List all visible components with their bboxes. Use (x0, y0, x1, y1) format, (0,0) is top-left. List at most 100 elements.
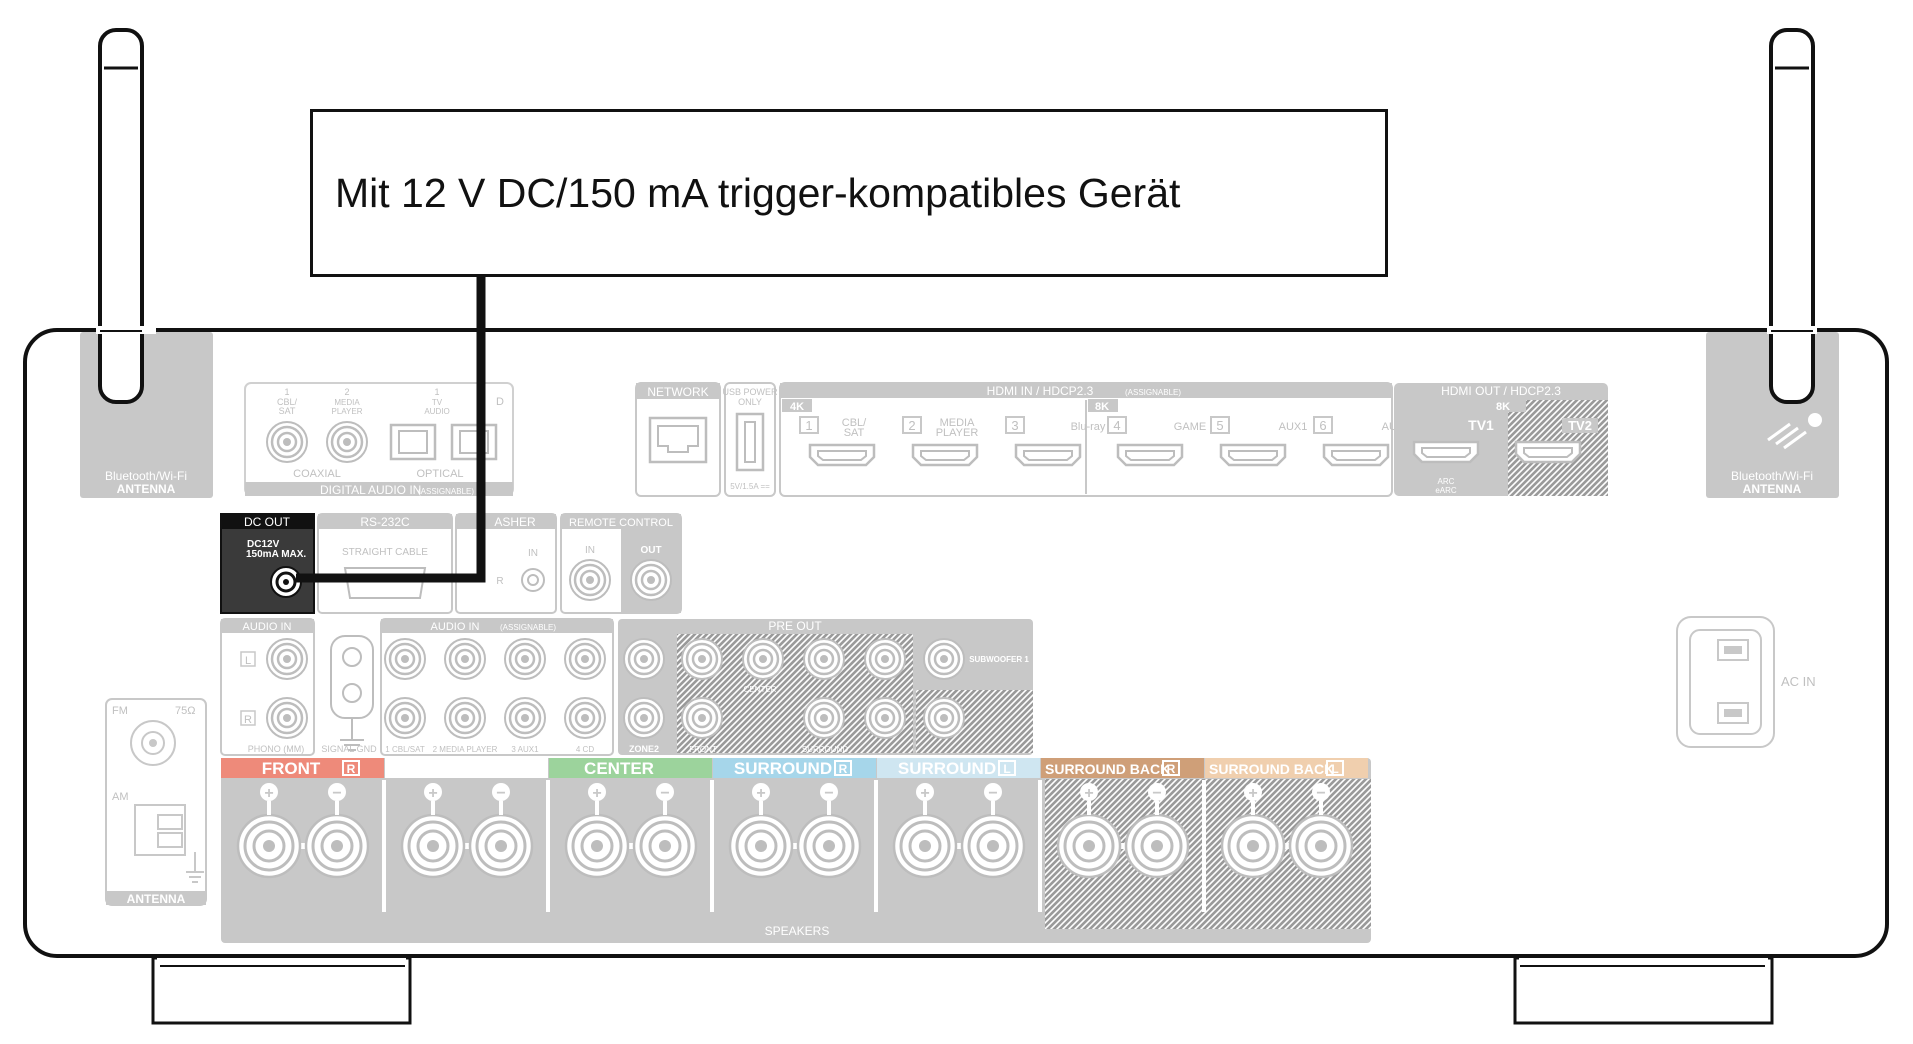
svg-text:4K: 4K (790, 401, 804, 413)
audio-in-label: 4 CD (576, 745, 594, 754)
plus-marker (588, 783, 606, 801)
speaker-channel-label: FRONT (262, 759, 321, 778)
svg-text:COAXIAL: COAXIAL (293, 468, 341, 480)
dc-out-terminal: DC OUT DC12V 150mA MAX. (220, 513, 315, 614)
speaker-side-label: L (1003, 762, 1010, 776)
speaker-channel-label: SURROUND (898, 759, 996, 778)
svg-text:PLAYER: PLAYER (332, 407, 363, 416)
speaker-terminal-minus (632, 813, 698, 879)
speaker-terminal-plus (236, 813, 302, 879)
speaker-side-box (998, 760, 1016, 776)
minus-sign: − (1316, 785, 1325, 802)
audio-in-jack-l (383, 637, 427, 681)
audio-in-label: 2 MEDIA PLAYER (433, 745, 498, 754)
speaker-terminal-plus (892, 813, 958, 879)
pre-out-section: PRE OUT ZONE2 CENTER FRONT SURROUND SUBW… (618, 619, 1033, 755)
plus-marker (424, 783, 442, 801)
plus-sign: + (592, 785, 601, 802)
svg-text:IN: IN (528, 548, 538, 559)
hdmi-in-port-number-label: 2 (908, 418, 915, 433)
svg-text:75Ω: 75Ω (175, 705, 195, 717)
svg-text:5V/1.5A ==: 5V/1.5A == (730, 482, 770, 491)
speaker-terminal-plus (1056, 813, 1122, 879)
hdmi-in-port-label-2: PLAYER (936, 427, 979, 439)
svg-text:AC IN: AC IN (1781, 674, 1816, 689)
svg-text:NETWORK: NETWORK (647, 385, 708, 399)
speaker-terminal-plus (400, 813, 466, 879)
digital-audio-in-section: DIGITAL AUDIO IN (ASSIGNABLE) 1 CBL/ SAT… (244, 382, 514, 497)
svg-text:2: 2 (344, 387, 349, 397)
callout-text: Mit 12 V DC/150 mA trigger-kompatibles G… (335, 170, 1181, 216)
speaker-terminal-plus (564, 813, 630, 879)
hdmi-in-port-number (1107, 416, 1127, 434)
plus-sign: + (428, 785, 437, 802)
hdmi-in-port-label: MEDIA (940, 417, 976, 429)
hdmi-in-port-label: GAME (1174, 421, 1206, 433)
svg-text:1: 1 (434, 387, 439, 397)
minus-marker (984, 783, 1002, 801)
usb-power-port: USB POWER ONLY 5V/1.5A == (722, 382, 778, 497)
right-foot (1513, 956, 1774, 1025)
svg-text:CBL/: CBL/ (277, 397, 298, 407)
audio-in-jack-r (383, 696, 427, 740)
hdmi-in-port-number-label: 5 (1216, 418, 1223, 433)
svg-text:AUDIO: AUDIO (424, 407, 449, 416)
svg-text:R: R (496, 576, 503, 587)
hdmi-in-port-number-label: 3 (1011, 418, 1018, 433)
left-antenna: Bluetooth/Wi-Fi ANTENNA (80, 28, 213, 498)
svg-text:DC12V: DC12V (247, 539, 280, 550)
svg-text:AUDIO IN: AUDIO IN (243, 621, 292, 633)
hdmi-in-port-label: CBL/ (842, 417, 867, 429)
hdmi-in-port-label-2: SAT (844, 427, 865, 439)
svg-text:AUDIO IN: AUDIO IN (431, 621, 480, 633)
plus-marker (916, 783, 934, 801)
svg-text:(ASSIGNABLE): (ASSIGNABLE) (500, 623, 556, 632)
minus-marker (820, 783, 838, 801)
hdmi-in-port-number-label: 1 (805, 418, 812, 433)
plus-sign: + (264, 785, 273, 802)
audio-in-jack-l (503, 637, 547, 681)
coaxial-jack-2 (325, 420, 369, 464)
hdmi-in-port (911, 443, 979, 467)
svg-text:(ASSIGNABLE): (ASSIGNABLE) (1125, 388, 1181, 397)
svg-text:SAT: SAT (279, 406, 296, 416)
tuner-antenna-section: ANTENNA FM 75Ω AM (105, 698, 207, 906)
minus-sign: − (660, 785, 669, 802)
plus-marker (752, 783, 770, 801)
svg-text:MEDIA: MEDIA (334, 398, 360, 407)
hdmi-in-port-label: Blu-ray (1071, 421, 1106, 433)
hdmi-in-port-number (799, 416, 819, 434)
trigger-cable (296, 277, 486, 583)
hdmi-in-port-number-label: 4 (1113, 418, 1120, 433)
speaker-terminal-minus (960, 813, 1026, 879)
svg-text:D: D (496, 396, 504, 408)
hdmi-in-port-label: AUX1 (1279, 421, 1308, 433)
svg-text:ZONE2: ZONE2 (629, 744, 659, 754)
svg-text:Bluetooth/Wi-Fi: Bluetooth/Wi-Fi (1731, 469, 1813, 483)
minus-marker (492, 783, 510, 801)
hdmi-in-port-number (1313, 416, 1333, 434)
svg-text:ASHER: ASHER (494, 515, 536, 529)
right-antenna: Bluetooth/Wi-Fi ANTENNA (1706, 28, 1839, 498)
speaker-terminal-minus (468, 813, 534, 879)
trigger-device-callout: Mit 12 V DC/150 mA trigger-kompatibles G… (310, 109, 1388, 277)
speaker-channel-label: SURROUND (734, 759, 832, 778)
speaker-side-label: R (347, 762, 356, 776)
svg-text:SPEAKERS: SPEAKERS (765, 924, 830, 938)
speaker-side-box (342, 760, 360, 776)
hdmi-in-port (1116, 443, 1184, 467)
speaker-terminal-plus (728, 813, 794, 879)
minus-sign: − (824, 785, 833, 802)
svg-text:HDMI OUT / HDCP2.3: HDMI OUT / HDCP2.3 (1441, 384, 1561, 398)
plus-sign: + (1248, 785, 1257, 802)
speaker-side-label: L (511, 762, 518, 776)
svg-text:IN: IN (585, 545, 595, 556)
svg-text:ARC: ARC (1438, 477, 1455, 486)
svg-text:PHONO (MM): PHONO (MM) (248, 744, 305, 754)
svg-text:R: R (244, 714, 252, 726)
hdmi-in-port (808, 443, 876, 467)
audio-in-jack-r (503, 696, 547, 740)
ac-in-inlet: AC IN (1676, 616, 1816, 748)
